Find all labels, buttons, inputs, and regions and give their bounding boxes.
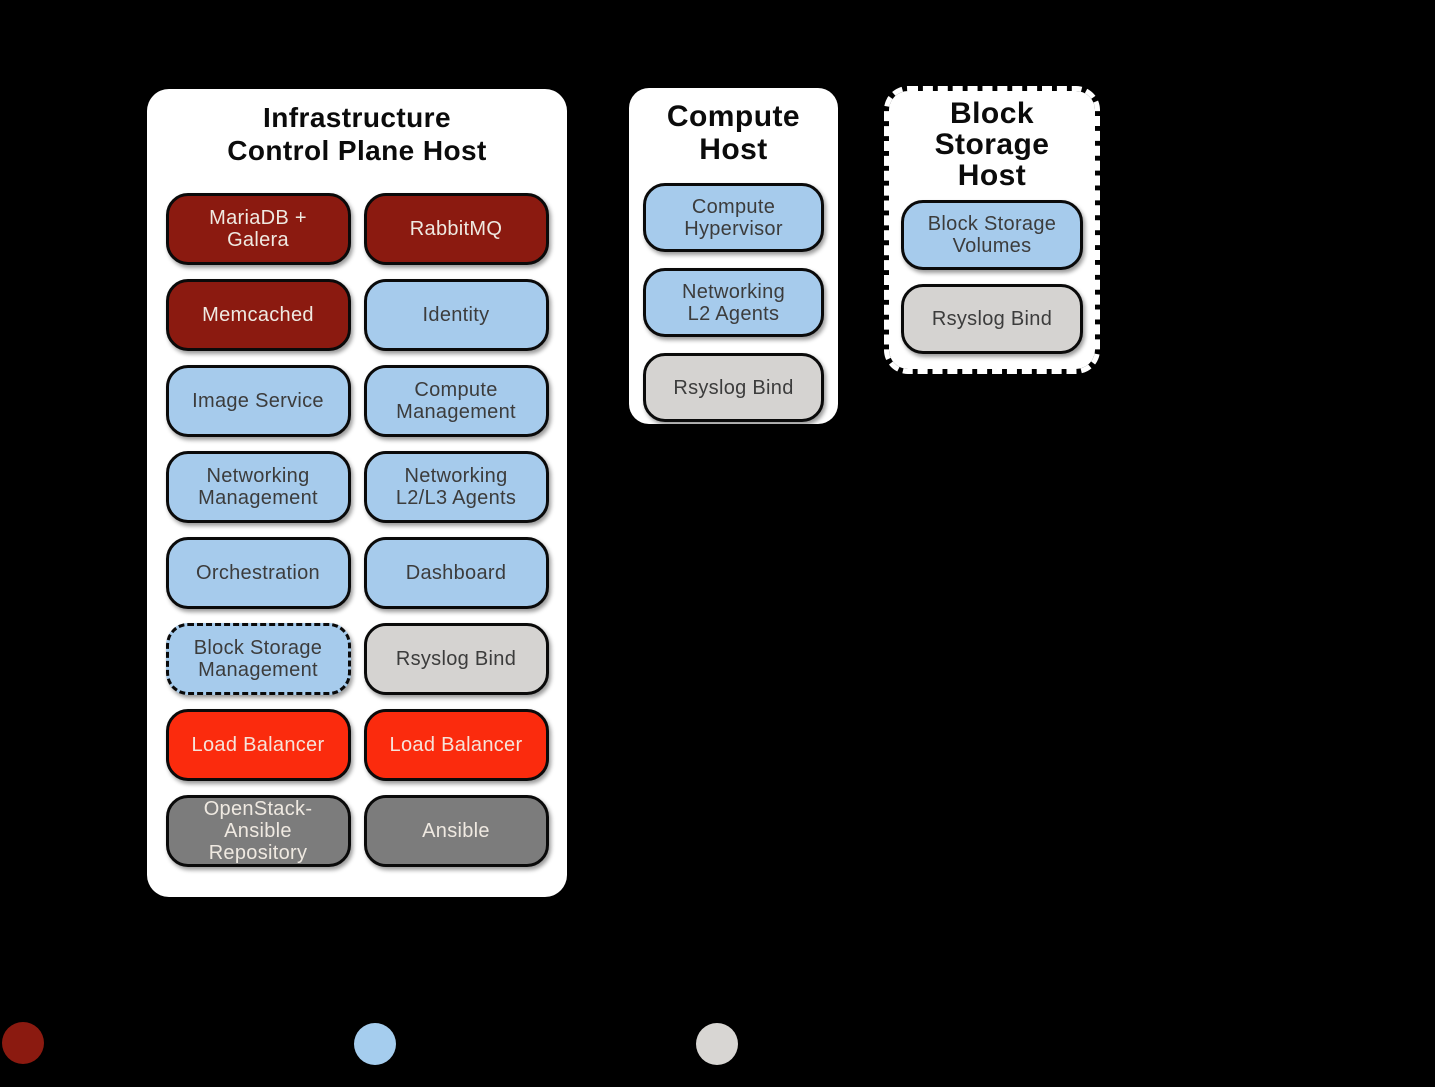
service-openstack-ansible-repository: OpenStack- Ansible Repository: [165, 795, 351, 867]
service-label: Orchestration: [196, 562, 320, 584]
service-label: Rsyslog Bind: [395, 648, 517, 670]
service-rabbitmq: RabbitMQ: [363, 193, 549, 265]
service-label: Dashboard: [405, 562, 507, 584]
service-block-storage-volumes: Block Storage Volumes: [901, 200, 1083, 270]
service-networking-l2-l3-agents: Networking L2/L3 Agents: [363, 451, 549, 523]
legend-dot-database-color: [2, 1022, 44, 1064]
service-networking-management: Networking Management: [165, 451, 351, 523]
legend-dot-logging-color: [696, 1023, 738, 1065]
service-label: Load Balancer: [191, 734, 325, 756]
infrastructure-control-plane-host: Infrastructure Control Plane Host MariaD…: [147, 89, 567, 897]
service-rsyslog-bind: Rsyslog Bind: [901, 284, 1083, 354]
service-label: RabbitMQ: [409, 218, 503, 240]
service-label: Rsyslog Bind: [673, 376, 794, 399]
service-label: Networking Management: [198, 465, 318, 509]
service-label: Networking L2/L3 Agents: [395, 465, 517, 509]
compute-host: Compute Host Compute Hypervisor Networki…: [629, 88, 838, 424]
service-label: MariaDB + Galera: [209, 207, 307, 251]
service-label: Memcached: [202, 304, 314, 326]
service-label: Load Balancer: [389, 734, 523, 756]
service-ansible: Ansible: [363, 795, 549, 867]
service-label: Identity: [422, 304, 490, 326]
service-rsyslog-bind: Rsyslog Bind: [643, 353, 824, 422]
infrastructure-service-grid: MariaDB + Galera RabbitMQ Memcached Iden…: [165, 193, 549, 867]
service-label: Compute Hypervisor: [684, 195, 783, 240]
service-image-service: Image Service: [165, 365, 351, 437]
service-load-balancer-1: Load Balancer: [165, 709, 351, 781]
service-dashboard: Dashboard: [363, 537, 549, 609]
service-rsyslog-bind: Rsyslog Bind: [363, 623, 549, 695]
infrastructure-host-title: Infrastructure Control Plane Host: [227, 102, 487, 166]
service-compute-hypervisor: Compute Hypervisor: [643, 183, 824, 252]
service-networking-l2-agents: Networking L2 Agents: [643, 268, 824, 337]
service-label: Ansible: [422, 820, 490, 842]
block-storage-service-stack: Block Storage Volumes Rsyslog Bind: [901, 200, 1083, 354]
service-memcached: Memcached: [165, 279, 351, 351]
block-storage-host: Block Storage Host Block Storage Volumes…: [884, 86, 1100, 374]
service-label: Block Storage Volumes: [927, 213, 1057, 257]
service-mariadb-galera: MariaDB + Galera: [165, 193, 351, 265]
service-block-storage-management: Block Storage Management: [165, 623, 351, 695]
service-label: Image Service: [192, 390, 324, 412]
service-identity: Identity: [363, 279, 549, 351]
legend-dot-openstack-color: [354, 1023, 396, 1065]
service-label: Compute Management: [396, 379, 516, 423]
compute-service-stack: Compute Hypervisor Networking L2 Agents …: [643, 183, 824, 422]
block-storage-host-title: Block Storage Host: [934, 97, 1050, 192]
service-load-balancer-2: Load Balancer: [363, 709, 549, 781]
service-compute-management: Compute Management: [363, 365, 549, 437]
compute-host-title: Compute Host: [666, 100, 801, 166]
service-label: Block Storage Management: [193, 637, 323, 681]
service-label: Networking L2 Agents: [681, 280, 786, 325]
service-orchestration: Orchestration: [165, 537, 351, 609]
service-label: Rsyslog Bind: [931, 308, 1053, 330]
service-label: OpenStack- Ansible Repository: [203, 798, 313, 864]
